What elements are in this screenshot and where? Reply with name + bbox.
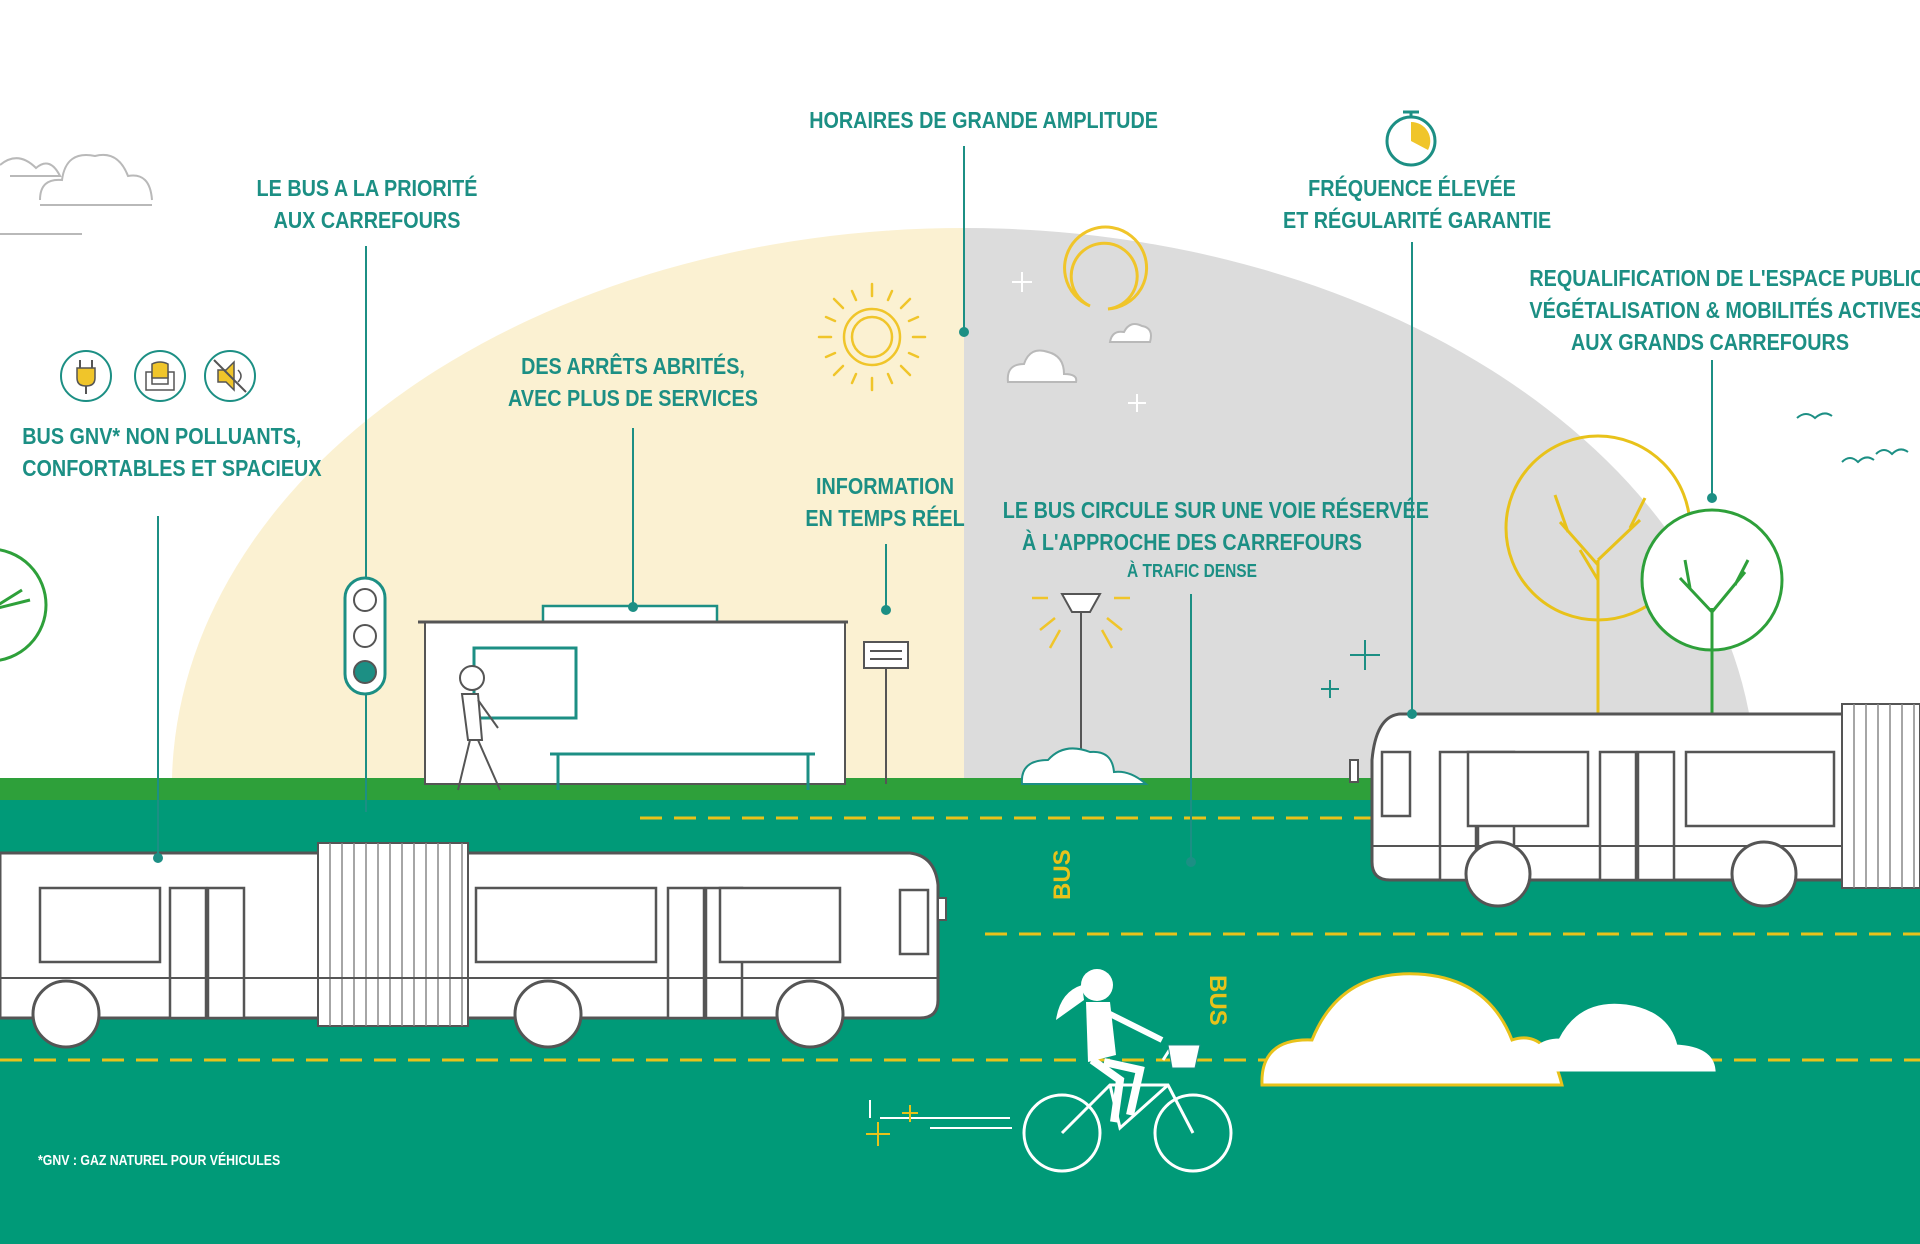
label-information-line2: EN TEMPS RÉEL <box>805 505 965 531</box>
cyclist <box>866 969 1233 1173</box>
label-voie-reservee-line1: LE BUS CIRCULE SUR UNE VOIE RÉSERVÉE <box>1002 497 1429 523</box>
label-arrets-line2: AVEC PLUS DE SERVICES <box>508 385 758 411</box>
label-voie-reservee-line2: À L'APPROCHE DES CARREFOURS <box>1022 529 1362 555</box>
label-information-line1: INFORMATION <box>815 473 955 499</box>
seat-icon <box>134 350 186 402</box>
night-sky <box>964 227 1756 778</box>
street-lamp <box>1020 593 1149 785</box>
label-horaires: HORAIRES DE GRANDE AMPLITUDE <box>809 104 1158 136</box>
label-frequence: FRÉQUENCE ÉLEVÉE ET RÉGULARITÉ GARANTIE <box>1283 172 1552 236</box>
label-priorite-line1: LE BUS A LA PRIORITÉ <box>256 175 478 201</box>
pedestrian <box>457 665 501 791</box>
label-requalification-line3: AUX GRANDS CARREFOURS <box>1570 329 1850 355</box>
label-information: INFORMATION EN TEMPS RÉEL <box>803 470 966 534</box>
label-arrets: DES ARRÊTS ABRITÉS, AVEC PLUS DE SERVICE… <box>500 350 767 414</box>
bus-shelter <box>418 604 848 790</box>
label-frequence-line2: ET RÉGULARITÉ GARANTIE <box>1283 207 1552 233</box>
road-clouds <box>1260 972 1716 1087</box>
bus-lane-marking-1: BUS <box>1049 849 1076 900</box>
moon-icon <box>1006 225 1152 412</box>
footnote: *GNV : GAZ NATUREL POUR VÉHICULES <box>38 1152 281 1169</box>
info-display-icon <box>863 641 909 784</box>
label-bus-gnv: BUS GNV* NON POLLUANTS, CONFORTABLES ET … <box>22 420 322 484</box>
label-priorite: LE BUS A LA PRIORITÉ AUX CARREFOURS <box>242 172 491 236</box>
articulated-bus-right <box>1349 703 1920 908</box>
birds <box>1796 412 1909 464</box>
sparkles-right <box>1321 640 1380 698</box>
label-bus-gnv-line2: CONFORTABLES ET SPACIEUX <box>22 455 322 481</box>
bus-lane-marking-2: BUS <box>1204 975 1231 1026</box>
label-priorite-line2: AUX CARREFOURS <box>273 207 461 233</box>
tree-left <box>0 548 48 662</box>
label-requalification-line2: VÉGÉTALISATION & MOBILITÉS ACTIVES <box>1529 297 1920 323</box>
sun-icon <box>817 282 927 392</box>
trees-right <box>1504 434 1784 715</box>
label-horaires-text: HORAIRES DE GRANDE AMPLITUDE <box>809 107 1158 133</box>
label-requalification-line1: REQUALIFICATION DE L'ESPACE PUBLIC : <box>1529 265 1920 291</box>
label-voie-reservee-line3: À TRAFIC DENSE <box>1127 561 1257 581</box>
label-voie-reservee: LE BUS CIRCULE SUR UNE VOIE RÉSERVÉE À L… <box>1002 494 1429 584</box>
stopwatch-icon <box>1385 110 1437 167</box>
clouds-top-left <box>0 154 153 235</box>
articulated-bus <box>0 842 947 1049</box>
traffic-light-icon <box>343 576 387 696</box>
amenity-icons <box>60 350 256 402</box>
label-bus-gnv-line1: BUS GNV* NON POLLUANTS, <box>22 423 302 449</box>
callout-lines <box>153 146 1717 867</box>
label-arrets-line1: DES ARRÊTS ABRITÉS, <box>521 353 745 379</box>
label-requalification: REQUALIFICATION DE L'ESPACE PUBLIC : VÉG… <box>1529 262 1920 358</box>
mute-icon <box>204 350 256 402</box>
plug-icon <box>60 350 112 402</box>
label-frequence-line1: FRÉQUENCE ÉLEVÉE <box>1308 175 1516 201</box>
